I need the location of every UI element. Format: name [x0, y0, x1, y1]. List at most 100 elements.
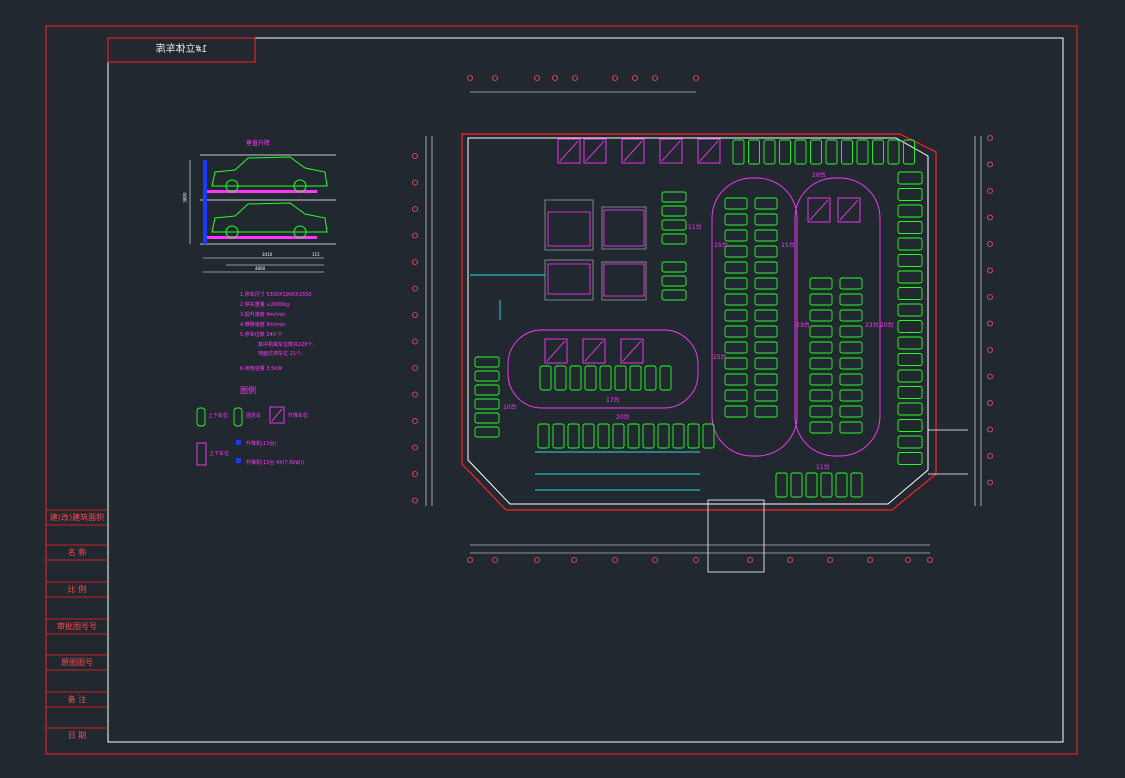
- axis-bubble: [492, 75, 498, 81]
- parking-space: [657, 423, 670, 449]
- axis-bubble: [987, 135, 993, 141]
- parking-space: [614, 365, 627, 391]
- parking-space: [582, 423, 595, 449]
- lift-bay: [837, 197, 861, 223]
- parking-space: [724, 325, 748, 338]
- parking-space: [887, 139, 900, 165]
- parking-space: [474, 426, 500, 438]
- axis-bubble: [492, 557, 498, 563]
- parking-space: [897, 386, 923, 399]
- dimension-lines: [425, 91, 982, 554]
- parking-space: [754, 405, 778, 418]
- axis-bubble: [412, 179, 418, 186]
- parking-space: [661, 191, 687, 203]
- axis-bubble: [412, 312, 418, 318]
- parking-space: [897, 287, 923, 300]
- lift-bay: [659, 138, 683, 164]
- axis-bubble: [412, 232, 418, 239]
- lift-bay: [697, 138, 721, 164]
- parking-space: [748, 139, 760, 165]
- parking-space: [702, 423, 715, 449]
- axis-bubble: [572, 75, 578, 81]
- lift-bay-diagonal: [584, 340, 604, 362]
- parking-space: [754, 389, 778, 402]
- parking-space: [627, 423, 640, 449]
- parking-space: [841, 139, 853, 165]
- axis-bubble: [987, 347, 993, 353]
- parking-space: [805, 472, 818, 498]
- sheet-title-box: [107, 37, 256, 63]
- axis-bubble: [987, 161, 993, 168]
- parking-space: [897, 303, 923, 317]
- parking-space: [732, 139, 745, 165]
- axis-bubble: [747, 557, 753, 563]
- axis-bubble: [987, 214, 993, 221]
- parking-space: [474, 398, 500, 410]
- parking-space: [724, 213, 748, 226]
- parking-space: [754, 357, 778, 370]
- site-boundary: [461, 133, 937, 511]
- parking-space: [567, 423, 580, 449]
- parking-space: [642, 423, 655, 449]
- lift-bay-diagonal: [559, 140, 579, 162]
- axis-bubble: [571, 557, 577, 563]
- axis-bubble: [652, 557, 658, 563]
- parking-space: [809, 373, 833, 386]
- parking-space: [661, 233, 687, 245]
- parking-space: [897, 402, 923, 416]
- axis-bubble: [412, 391, 418, 398]
- parking-space: [839, 341, 863, 354]
- parking-space: [724, 229, 748, 242]
- parking-space: [724, 389, 748, 402]
- axis-bubble: [412, 497, 418, 504]
- parking-space: [809, 325, 833, 338]
- parking-space: [724, 245, 748, 258]
- parking-space: [897, 452, 923, 465]
- parking-space: [897, 270, 923, 284]
- parking-space: [687, 423, 700, 449]
- parking-space: [809, 389, 833, 402]
- inner-frame: [107, 37, 1064, 743]
- parking-space: [629, 365, 642, 391]
- axis-bubble: [612, 557, 618, 563]
- sidebar-table: [46, 509, 108, 729]
- parking-space: [724, 373, 748, 386]
- parking-space: [754, 245, 778, 258]
- lift-bay: [807, 197, 831, 223]
- parking-space: [724, 341, 748, 354]
- parking-space: [599, 365, 612, 391]
- parking-space: [644, 365, 657, 391]
- lift-bay-diagonal: [622, 340, 642, 362]
- parking-space: [754, 229, 778, 242]
- lift-bay: [583, 138, 607, 164]
- parking-space: [724, 261, 748, 274]
- axis-bubble: [987, 241, 993, 247]
- lift-bay-diagonal: [623, 140, 643, 162]
- parking-space: [724, 197, 748, 210]
- parking-space: [897, 369, 923, 383]
- axis-bubble: [927, 557, 933, 563]
- lift-bay-diagonal: [809, 199, 829, 221]
- axis-bubble: [412, 259, 418, 265]
- parking-space: [754, 197, 778, 210]
- parking-space: [897, 320, 923, 333]
- legend-symbols: [196, 406, 285, 466]
- parking-space: [661, 219, 687, 231]
- axis-bubble: [412, 285, 418, 292]
- lift-bay: [620, 338, 644, 364]
- parking-space: [724, 405, 748, 418]
- axis-bubble: [412, 418, 418, 424]
- axis-bubble: [693, 557, 699, 563]
- parking-space: [872, 139, 884, 165]
- parking-space: [537, 423, 550, 449]
- parking-space: [754, 277, 778, 290]
- parking-space: [897, 353, 923, 366]
- parking-space: [474, 370, 500, 382]
- axis-bubble: [534, 557, 540, 563]
- parking-space: [839, 293, 863, 306]
- parking-space: [661, 275, 687, 287]
- parking-space: [754, 373, 778, 386]
- axis-bubble: [787, 557, 793, 563]
- parking-space: [569, 365, 582, 391]
